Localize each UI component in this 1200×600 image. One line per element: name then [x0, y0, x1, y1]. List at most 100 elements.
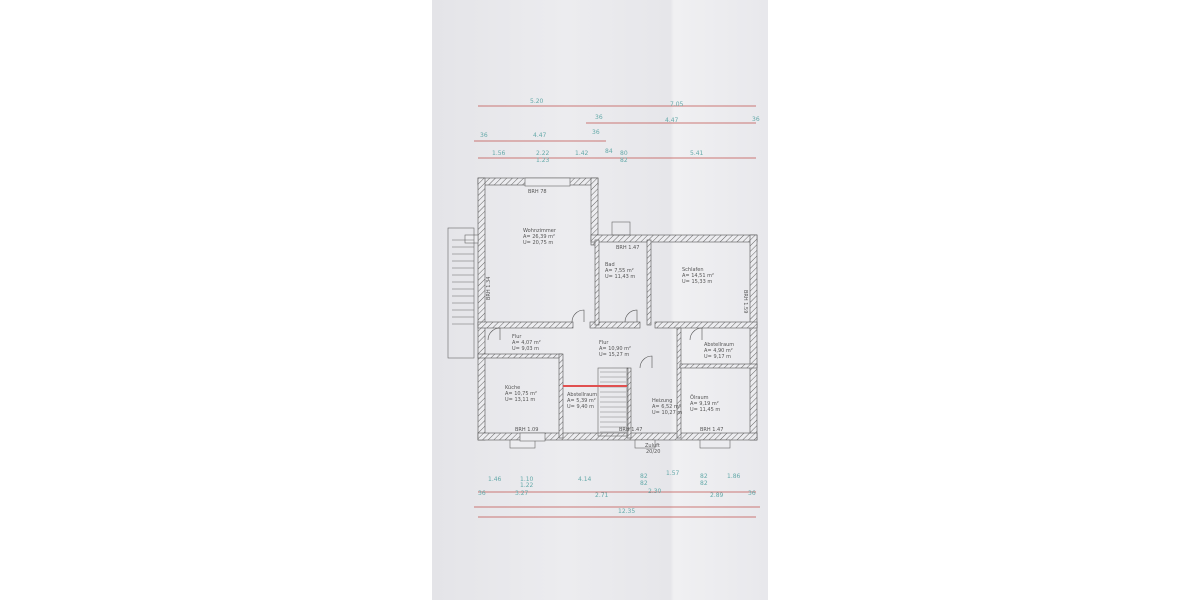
- floor-plan-paper: [432, 0, 768, 600]
- dimension-label: 1.22: [520, 482, 534, 489]
- door: [639, 355, 653, 369]
- room-area: A= 26,39 m²: [523, 234, 555, 240]
- dimension-label: 84: [605, 148, 613, 155]
- dimension-label: 2.22: [536, 150, 550, 157]
- room-name: Abstellraum: [704, 342, 734, 348]
- dimension-label: 36: [595, 114, 603, 121]
- window: [699, 439, 731, 449]
- dimension-label: 1.86: [727, 473, 741, 480]
- window: [634, 439, 656, 449]
- wall: [477, 432, 758, 441]
- dimension-label: 2.71: [595, 492, 609, 499]
- room-perimeter: U= 13,11 m: [505, 397, 535, 403]
- window: [519, 432, 546, 442]
- room-perimeter: U= 9,17 m: [704, 354, 731, 360]
- wall: [654, 321, 758, 329]
- room-perimeter: U= 11,43 m: [605, 274, 635, 280]
- room-perimeter: U= 9,03 m: [512, 346, 539, 352]
- room-area: A= 10,75 m²: [505, 391, 537, 397]
- brh-label: BRH 1.47: [700, 427, 723, 433]
- door: [571, 309, 585, 323]
- window: [524, 177, 571, 187]
- dimension-label: 5.41: [690, 150, 704, 157]
- window: [464, 234, 479, 244]
- room-name: Wohnzimmer: [523, 228, 557, 234]
- dimension-label: 1.23: [536, 157, 550, 164]
- dimension-label: 82: [640, 480, 648, 487]
- room-name: Bad: [605, 262, 615, 268]
- dimension-label: 3.27: [515, 490, 529, 497]
- room-perimeter: U= 9,40 m: [567, 404, 594, 410]
- dimension-label: 80: [620, 150, 628, 157]
- dimension-label: 1.42: [575, 150, 589, 157]
- room-name: Abstellraum: [567, 392, 597, 398]
- room-perimeter: U= 10,27 m: [652, 410, 682, 416]
- dimension-label: 1.57: [666, 470, 680, 477]
- room-area: A= 7,55 m²: [605, 268, 634, 274]
- room-name: Flur: [599, 340, 609, 346]
- dimension-label: 4.47: [665, 117, 679, 124]
- wall: [749, 234, 758, 441]
- brh-label: BRH 1.47: [616, 245, 639, 251]
- room-perimeter: U= 15,33 m: [682, 279, 712, 285]
- dimension-label: 4.47: [533, 132, 547, 139]
- room-area: A= 9,19 m²: [690, 401, 719, 407]
- brh-label: BRH 1.47: [619, 427, 642, 433]
- wall: [477, 321, 574, 329]
- wall: [558, 353, 564, 439]
- dimension-label: 82: [620, 157, 628, 164]
- door: [689, 327, 703, 341]
- brh-label: BRH 1.34: [486, 277, 492, 300]
- wall: [646, 239, 652, 326]
- wall: [477, 177, 486, 441]
- dimension-label: 82: [640, 473, 648, 480]
- room-area: A= 6,52 m²: [652, 404, 681, 410]
- dimension-label: 36: [748, 490, 756, 497]
- room-name: Flur: [512, 334, 522, 340]
- dimension-label: 36: [592, 129, 600, 136]
- room-area: A= 10,90 m²: [599, 346, 631, 352]
- room-area: A= 4,90 m²: [704, 348, 733, 354]
- room-perimeter: U= 15,27 m: [599, 352, 629, 358]
- brh-label: Zuluft: [645, 443, 660, 449]
- dimension-label: 7.05: [670, 101, 684, 108]
- dimension-label: 5.20: [530, 98, 544, 105]
- room-area: A= 5,39 m²: [567, 398, 596, 404]
- dimension-label: 4.14: [578, 476, 592, 483]
- dimension-label: 1.10: [520, 476, 534, 483]
- dimension-label: 36: [478, 490, 486, 497]
- dimension-label: 82: [700, 480, 708, 487]
- room-area: A= 14,51 m²: [682, 273, 714, 279]
- wall: [679, 363, 758, 369]
- brh-label: BRH 1.59: [742, 290, 748, 313]
- dimension-label: 1.56: [492, 150, 506, 157]
- brh-label: 20/20: [646, 449, 660, 455]
- wall: [589, 321, 641, 329]
- brh-label: BRH 1.09: [515, 427, 538, 433]
- room-name: Küche: [505, 385, 520, 391]
- room-name: Schlafen: [682, 267, 704, 273]
- room-perimeter: U= 20,75 m: [523, 240, 553, 246]
- dimension-label: 1.46: [488, 476, 502, 483]
- wall: [590, 177, 599, 246]
- room-name: Ölraum: [690, 394, 709, 401]
- room-name: Heizung: [652, 398, 672, 404]
- door: [624, 309, 638, 323]
- dimension-label: 36: [752, 116, 760, 123]
- wall: [676, 327, 682, 439]
- room-perimeter: U= 11,45 m: [690, 407, 720, 413]
- dimension-label: 2.89: [710, 492, 724, 499]
- dimension-label: 36: [480, 132, 488, 139]
- door: [487, 327, 501, 341]
- chimney: [611, 221, 631, 236]
- wall: [626, 367, 632, 439]
- walls: [447, 177, 758, 449]
- brh-label: BRH 78: [528, 189, 547, 195]
- exterior-stair: [447, 227, 475, 359]
- dimension-label: 82: [700, 473, 708, 480]
- room-area: A= 4,07 m²: [512, 340, 541, 346]
- wall: [594, 239, 600, 326]
- interior-stair: [597, 367, 629, 437]
- wall: [477, 353, 563, 359]
